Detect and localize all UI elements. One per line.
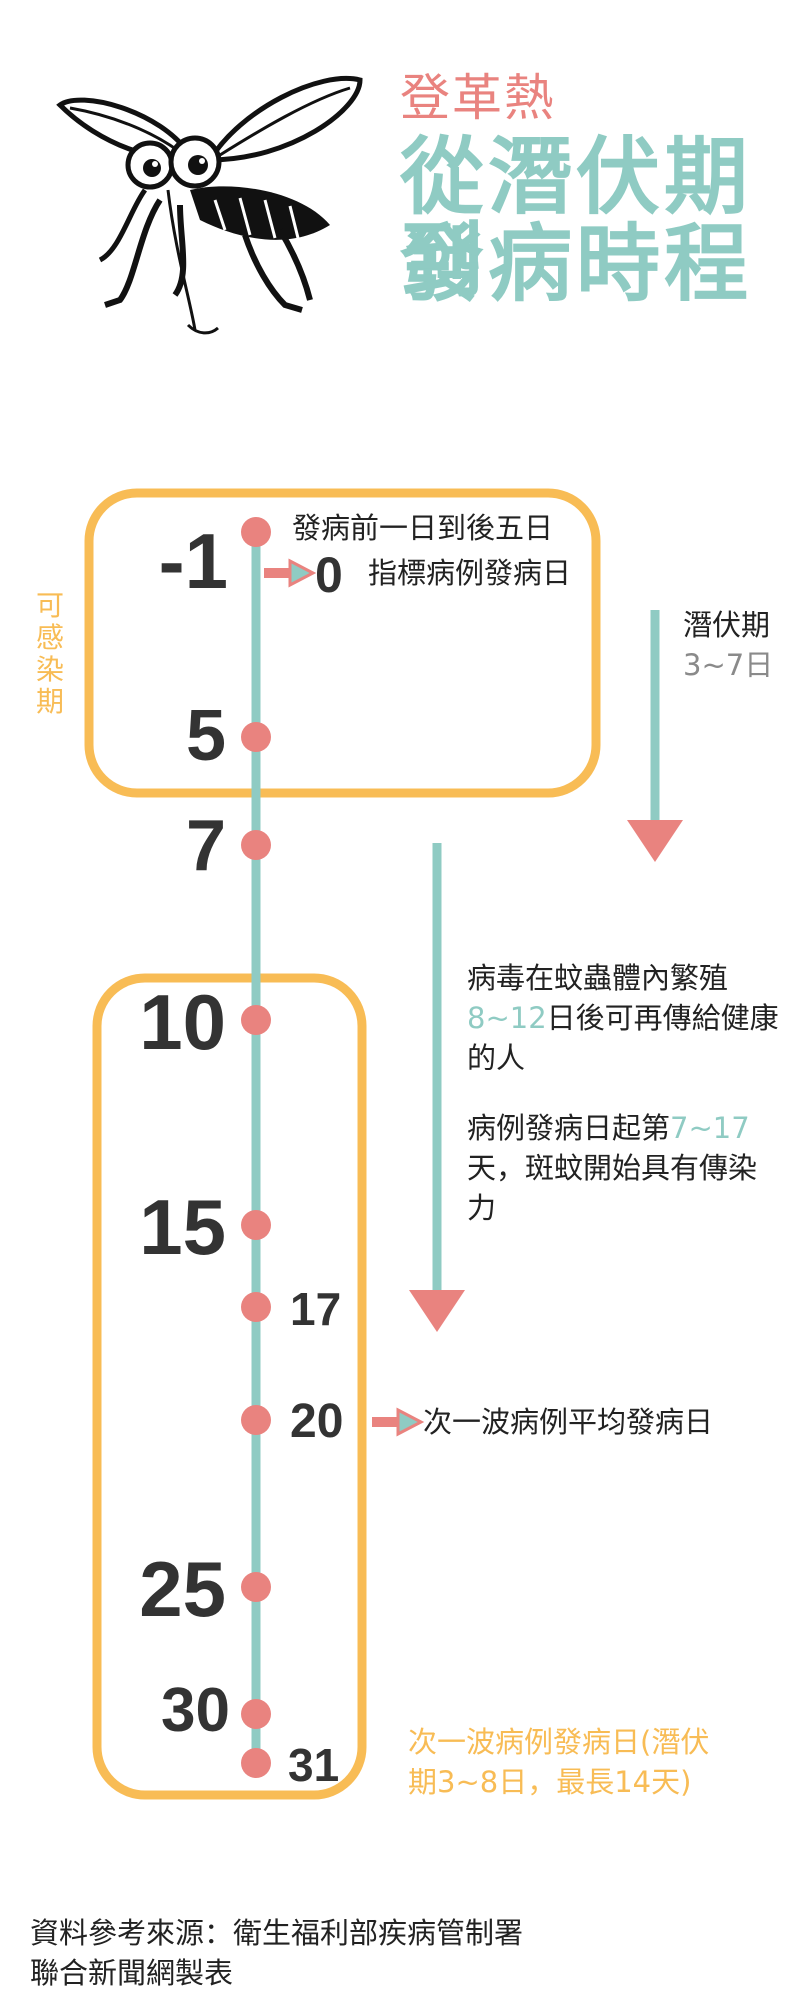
note-day-minus1: 發病前一日到後五日 [292, 511, 554, 545]
day-label-30: 30 [161, 1676, 230, 1745]
mosquito-note-range: 7~17 [670, 1111, 750, 1145]
day-label-17: 17 [290, 1283, 342, 1335]
replication-arrow [409, 843, 465, 1332]
day-label-5: 5 [185, 696, 226, 776]
next-wave-note-line2: 期3~8日，最長14天) [408, 1765, 692, 1799]
dot-day-minus1 [241, 517, 271, 547]
infectious-period-label: 可感染期 [35, 589, 64, 718]
arrow-to-day0 [264, 558, 317, 588]
incubation-range: 3~7日 [683, 648, 774, 682]
dot-day-31 [241, 1748, 271, 1778]
mosquito-note: 病毒在蚊蟲體內繁殖 8~12日後可再傳給健康 的人 病例發病日起第7~17 天，… [467, 958, 787, 1228]
day-label-25: 25 [139, 1545, 226, 1633]
day-label-minus1: -1 [158, 517, 228, 605]
title-small: 登革熱 [400, 69, 556, 127]
mosquito-note-line1: 病毒在蚊蟲體內繁殖 [467, 961, 729, 995]
dot-day-17 [241, 1292, 271, 1322]
mosquito-note-line5: 天，斑蚊開始具有傳染 [467, 1151, 758, 1185]
title-line1: 從潛伏期到 [400, 128, 753, 310]
dot-day-15 [241, 1210, 271, 1240]
day-label-7: 7 [185, 806, 226, 886]
next-wave-note-line1: 次一波病例發病日(潛伏 [408, 1725, 710, 1759]
day-label-31: 31 [288, 1739, 340, 1791]
mosquito-note-line2-text: 日後可再傳給健康 [546, 1001, 779, 1035]
dot-day-30 [241, 1699, 271, 1729]
note-day-20: 次一波病例平均發病日 [423, 1405, 714, 1439]
next-wave-box [92, 973, 367, 1800]
day-label-15: 15 [139, 1183, 226, 1271]
title-line2: 發病時程 [400, 215, 753, 313]
dot-day-5 [241, 722, 271, 752]
mosquito-note-line4: 病例發病日起第7~17 [467, 1108, 787, 1148]
day-label-10: 10 [139, 978, 226, 1066]
dot-day-10 [241, 1005, 271, 1035]
mosquito-note-line6: 力 [467, 1191, 497, 1225]
mosquito-note-line4-text: 病例發病日起第 [467, 1111, 671, 1145]
note-day-0: 指標病例發病日 [368, 556, 572, 590]
incubation-arrow [627, 610, 683, 862]
source-line2: 聯合新聞網製表 [30, 1956, 234, 1990]
incubation-title: 潛伏期 [683, 608, 771, 642]
source-line1: 資料參考來源：衛生福利部疾病管制署 [30, 1916, 524, 1950]
mosquito-illustration [56, 76, 363, 335]
mosquito-note-line2: 8~12日後可再傳給健康 [467, 998, 787, 1038]
dot-day-7 [241, 830, 271, 860]
day-label-20: 20 [290, 1395, 344, 1448]
infectious-box [84, 488, 601, 798]
day-label-0: 0 [315, 547, 343, 603]
dot-day-20 [241, 1405, 271, 1435]
mosquito-note-line3: 的人 [467, 1041, 526, 1075]
mosquito-note-days: 8~12 [467, 1001, 547, 1035]
arrow-to-day20-note [372, 1407, 425, 1437]
dot-day-25 [241, 1572, 271, 1602]
